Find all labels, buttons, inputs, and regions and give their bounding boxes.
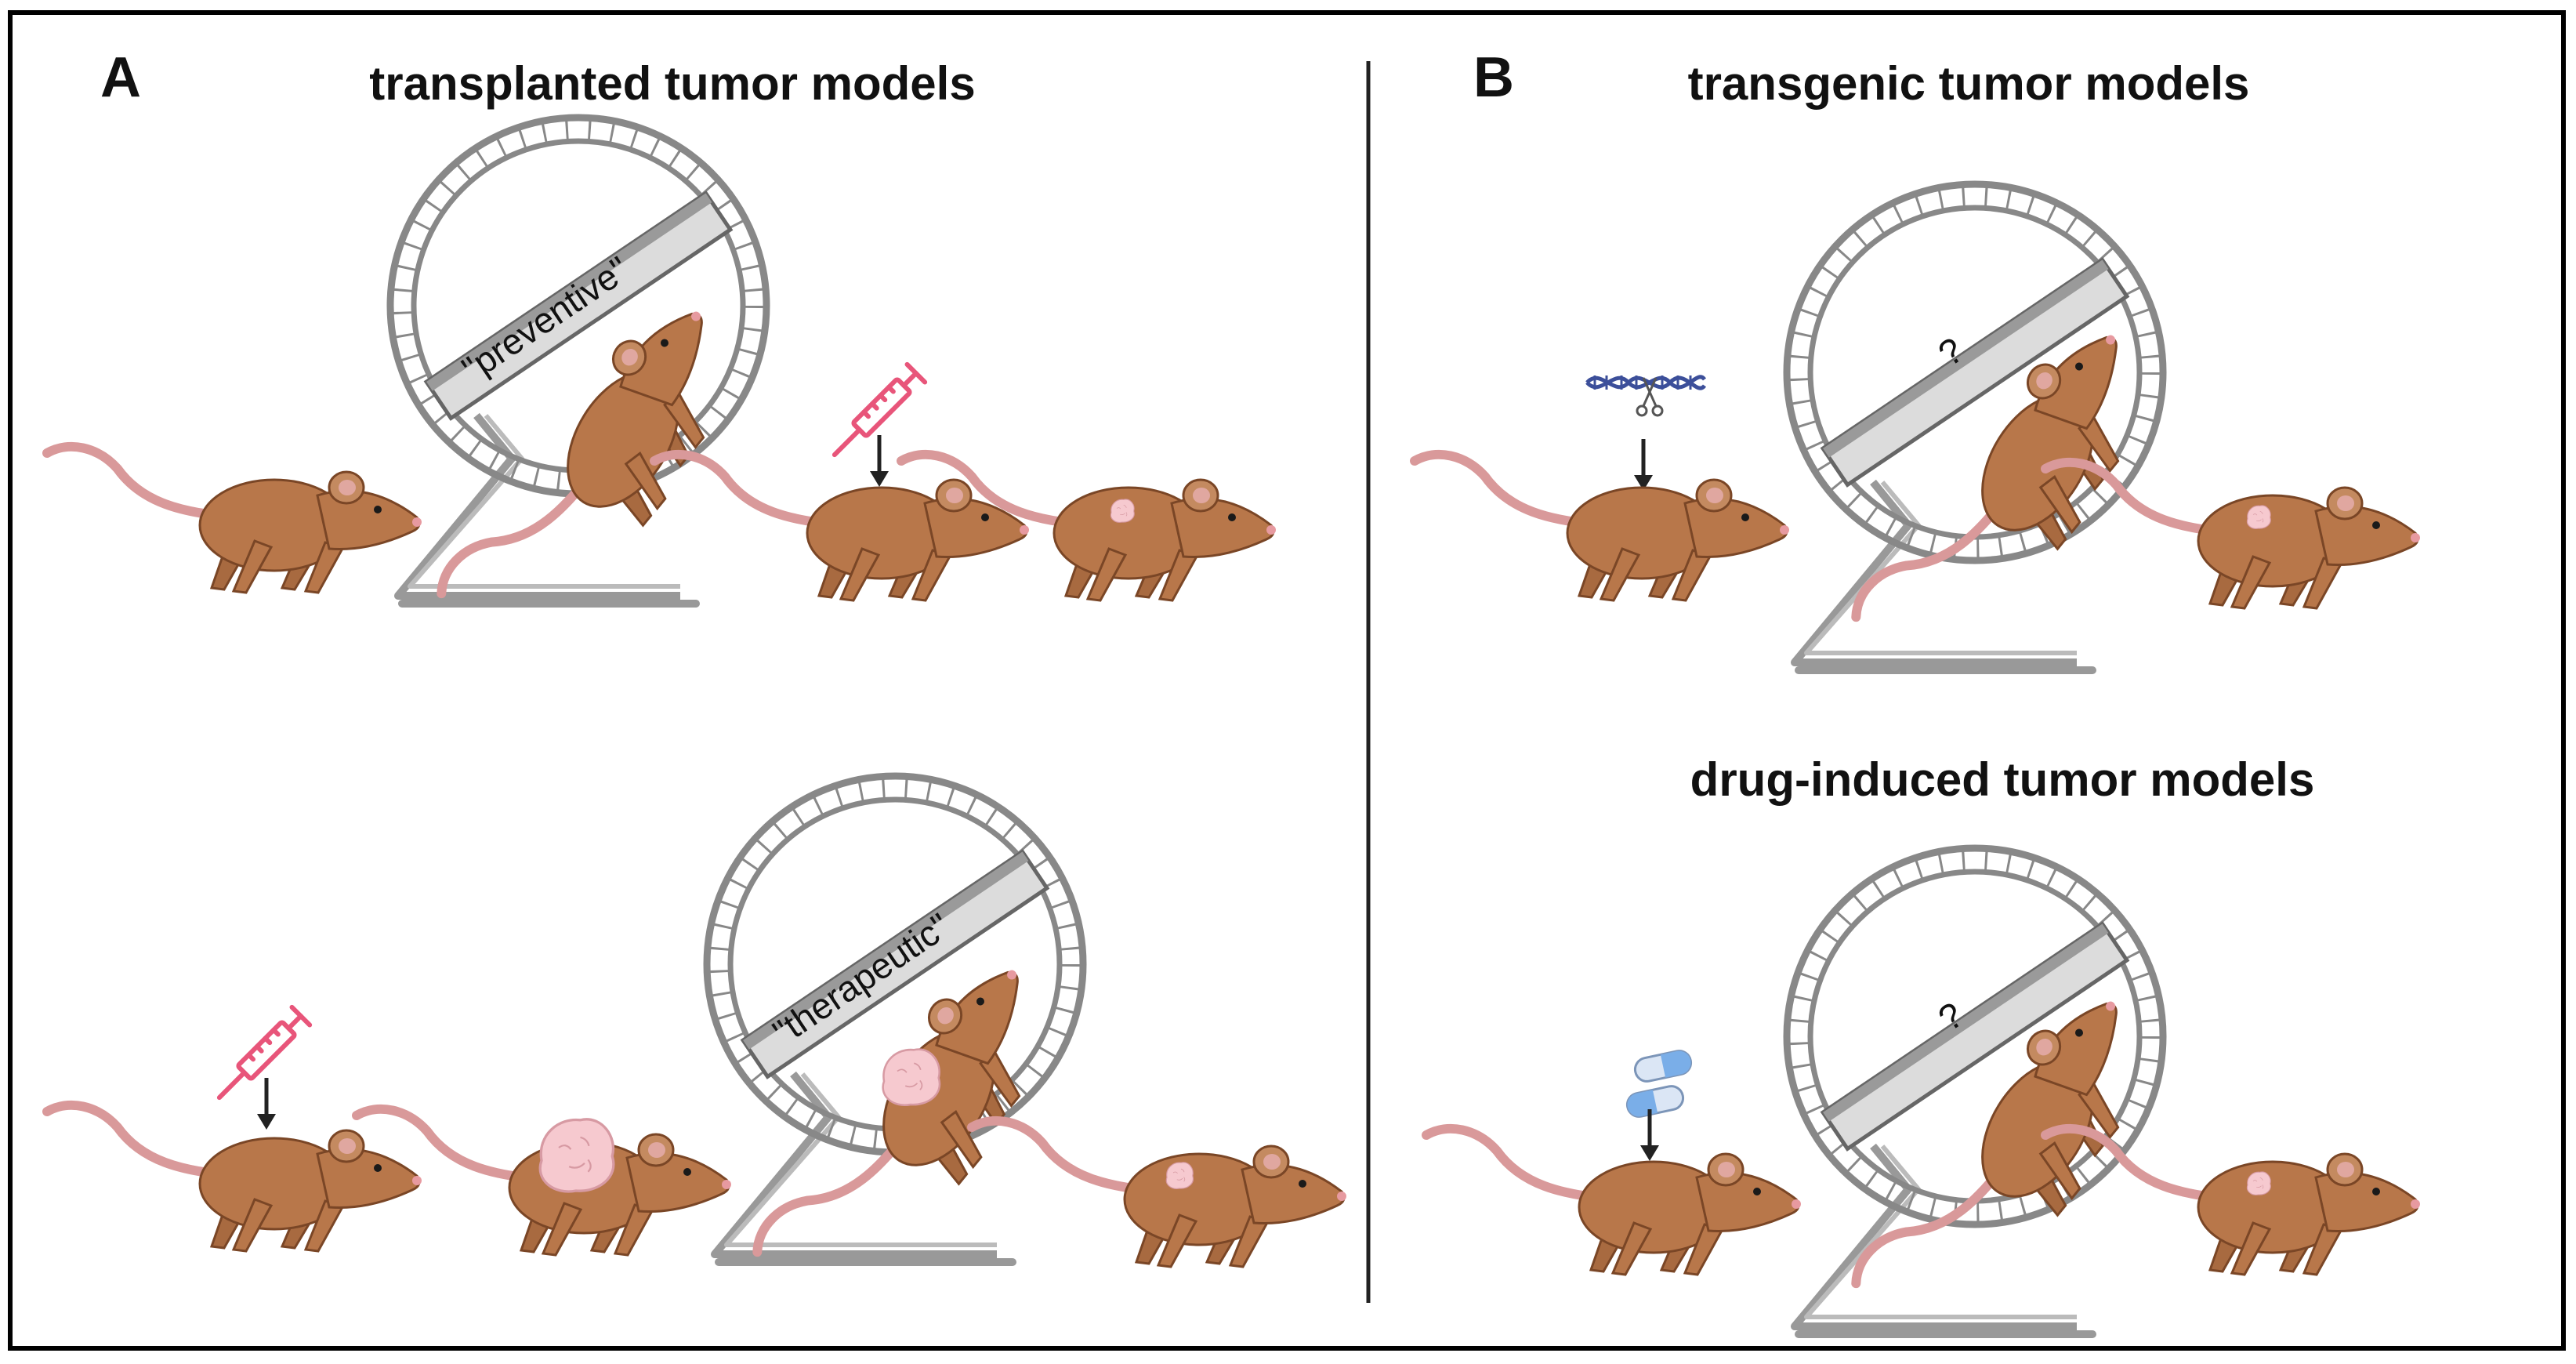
wheel-label-therapeutic: "therapeutic" (766, 905, 958, 1053)
tumor-icon (882, 1048, 941, 1107)
running-wheel-icon (1787, 184, 2163, 670)
wheel-label-preventive: "preventive" (455, 248, 636, 390)
running-wheel-icon (707, 776, 1083, 1262)
tumor-icon (1110, 499, 1135, 523)
mouse-icon (972, 1121, 1346, 1267)
panel-b-letter: B (1473, 46, 1514, 109)
panel-b-bottom-row (1426, 848, 2420, 1358)
mouse-icon (1415, 455, 1789, 600)
tumor-icon (2246, 505, 2271, 529)
panel-b-title-bottom: drug-induced tumor models (1690, 753, 2315, 806)
panel-b-title-top: transgenic tumor models (1687, 57, 2250, 110)
running-wheel-icon (1787, 848, 2163, 1334)
arrow-down-icon (870, 435, 889, 487)
tumor-icon (2246, 1171, 2271, 1195)
mouse-icon (47, 447, 422, 593)
pills-icon (1624, 1047, 1694, 1120)
panel-b-top-row (1415, 184, 2420, 691)
figure-frame (8, 10, 2566, 1351)
panel-a-bottom-row (47, 776, 1346, 1326)
mouse-icon (1426, 1129, 1801, 1275)
arrow-down-icon (257, 1078, 276, 1130)
dna-scissors-icon (1587, 375, 1705, 415)
mouse-icon (2045, 1129, 2420, 1275)
mouse-icon (47, 1105, 422, 1251)
running-wheel-icon (390, 118, 766, 604)
syringe-icon (211, 1007, 310, 1107)
panel-a-top-row (47, 118, 1276, 668)
panel-a-letter: A (100, 46, 141, 109)
syringe-icon (826, 365, 926, 464)
mouse-icon (2045, 463, 2420, 608)
panel-a-title: transplanted tumor models (369, 57, 976, 110)
tumor-icon (1165, 1162, 1194, 1189)
tumor-icon (538, 1118, 615, 1193)
arrow-down-icon (1634, 439, 1653, 491)
